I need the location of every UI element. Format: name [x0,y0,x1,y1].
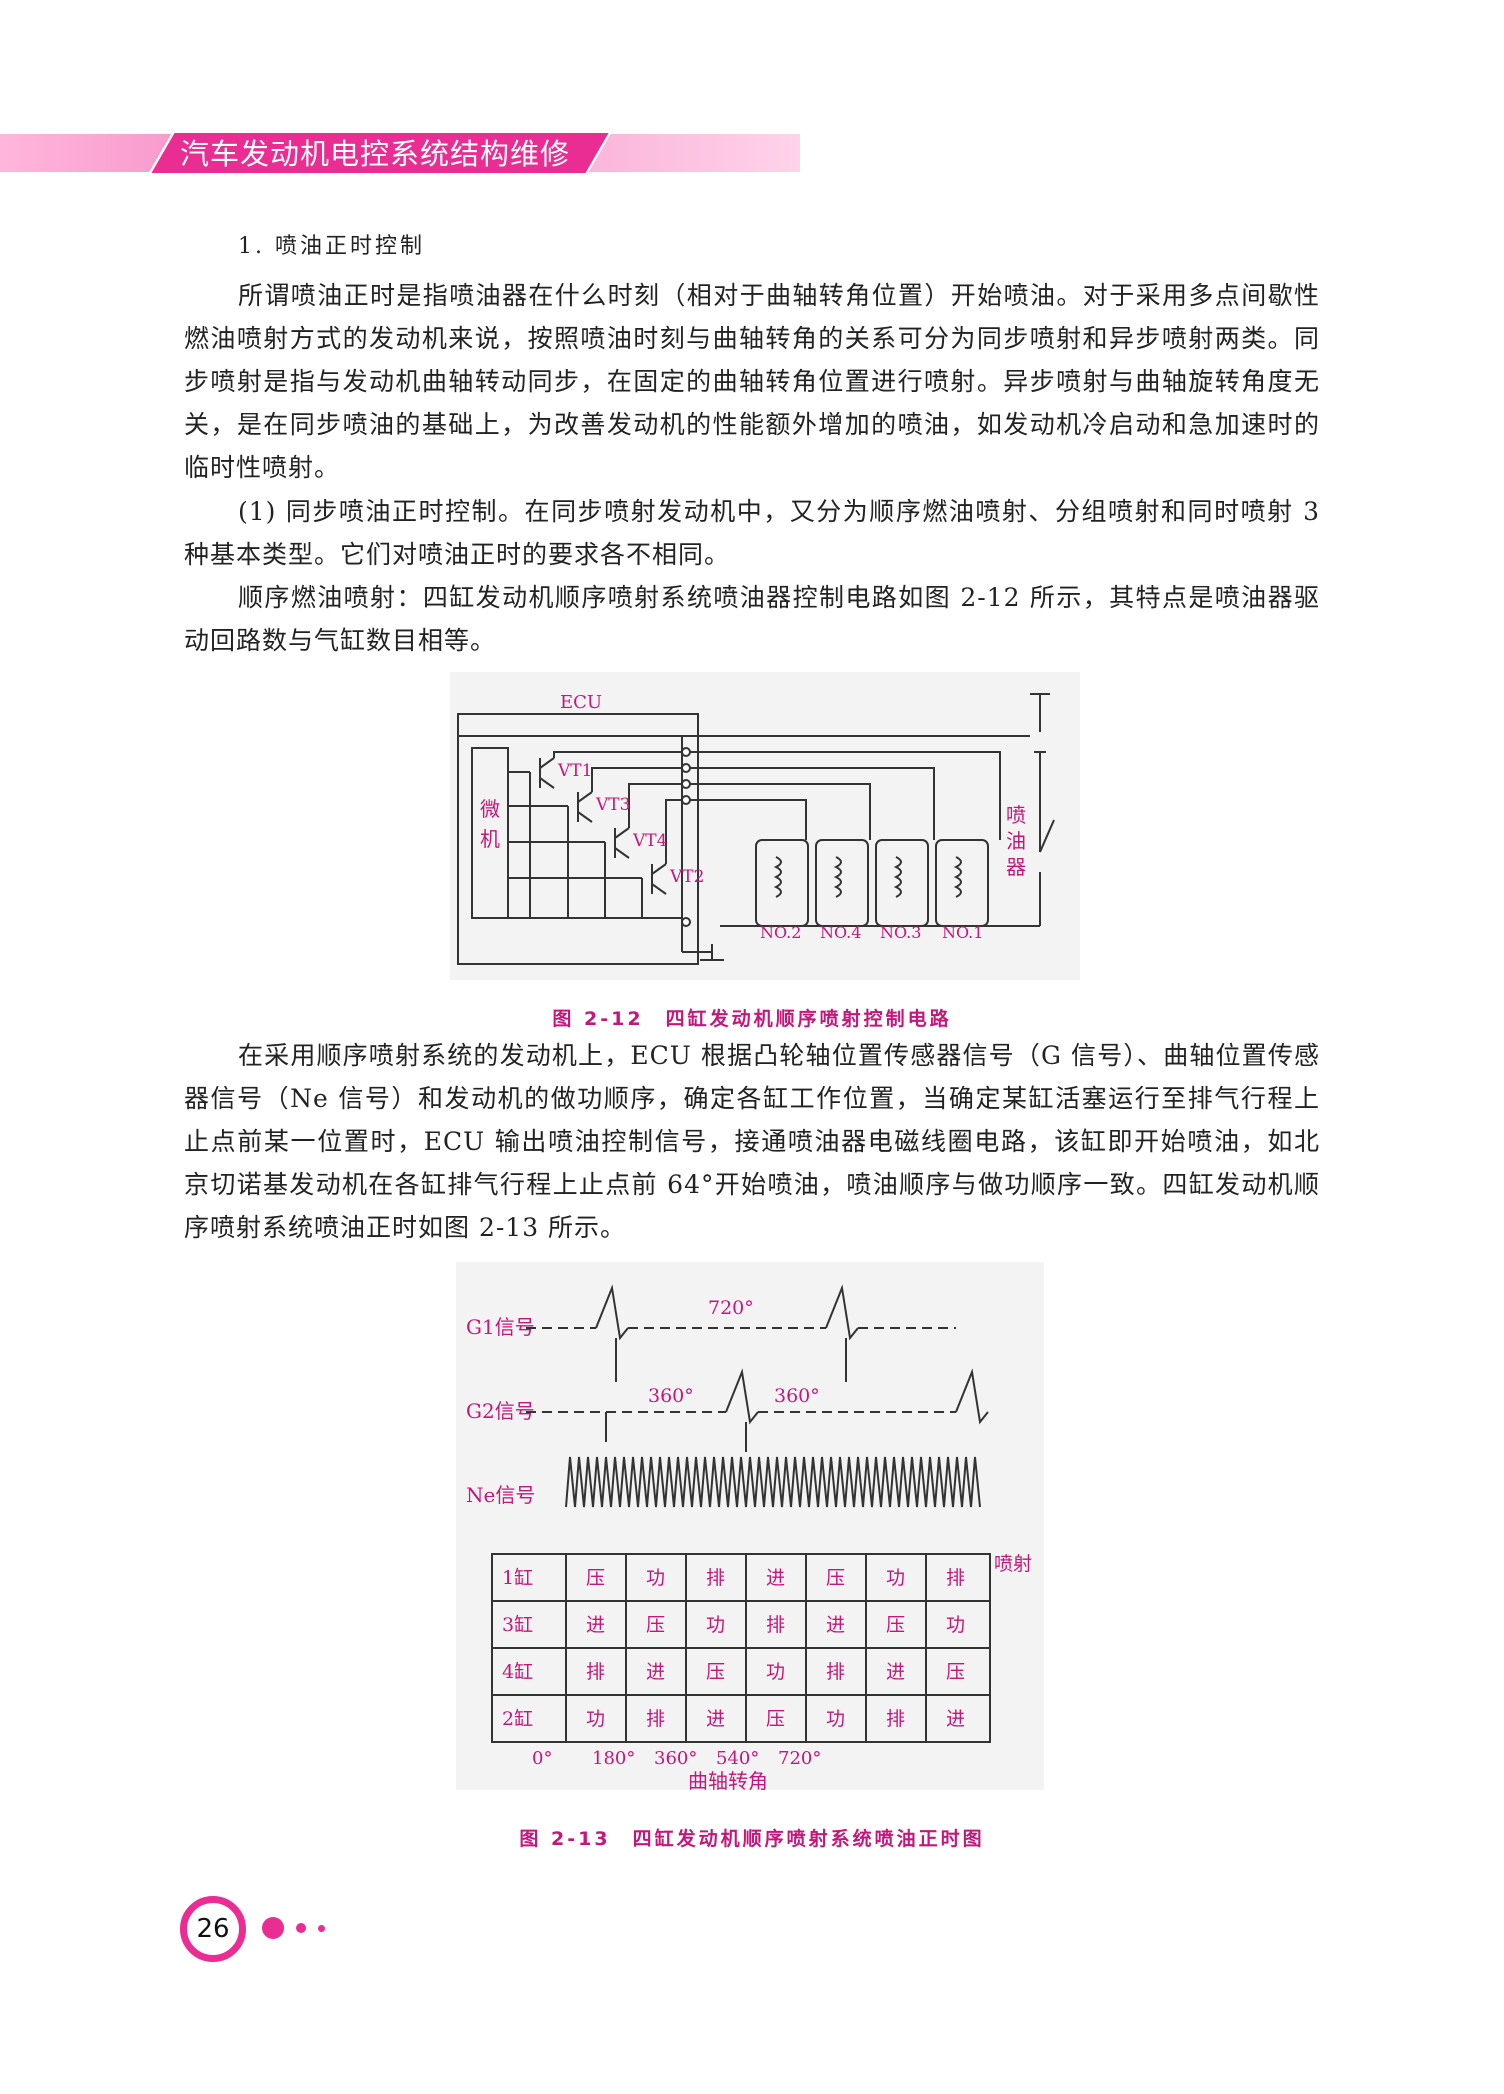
cylinder-label: 1缸 [502,1567,533,1589]
micro-label-1: 微 [480,797,500,821]
g1-signal-label: G1信号 [466,1315,535,1339]
page-dot-small [318,1925,325,1932]
page-number: 26 [196,1914,230,1944]
injector-no3: NO.3 [880,923,921,942]
stroke-cell: 排 [886,1708,905,1730]
stroke-cell: 功 [766,1661,785,1683]
transistor-label-vt1: VT1 [557,761,592,781]
figure-2-13-caption: 图 2-13 四缸发动机顺序喷射系统喷油正时图 [519,1828,985,1850]
stroke-cell: 排 [706,1567,725,1589]
angle-720-label: 720° [708,1297,754,1319]
paragraph-injection-timing-intro: 所谓喷油正时是指喷油器在什么时刻（相对于曲轴转角位置）开始喷油。对于采用多点间歇… [184,281,1320,482]
stroke-cell: 进 [886,1661,905,1683]
stroke-cell: 功 [886,1567,905,1589]
stroke-cell: 压 [766,1708,785,1730]
stroke-cell: 排 [766,1614,785,1636]
angle-360-label-right: 360° [774,1385,820,1407]
stroke-cell: 排 [646,1708,665,1730]
microcomputer-box [471,747,509,919]
x-tick-0: 0° [532,1748,552,1769]
stroke-cell: 压 [586,1567,605,1589]
stroke-cell: 进 [826,1614,845,1636]
stroke-cell: 压 [826,1567,845,1589]
injector-label-2: 油 [1006,829,1026,853]
x-tick-360: 360° [654,1748,697,1769]
transistor-label-vt3: VT3 [595,795,630,815]
stroke-cell: 排 [586,1661,605,1683]
figure-2-12: ECU 微 机 VT1 VT3 VT4 VT2 喷 油 器 NO.2 NO.4 … [450,672,1080,980]
timing-diagram: G1信号 G2信号 Ne信号 720° 360° 360° 喷射 1缸压功排进压… [466,1284,1032,1793]
stroke-cell: 进 [646,1661,665,1683]
injector-label-1: 喷 [1006,803,1026,827]
stroke-cell: 压 [886,1614,905,1636]
cylinder-label: 3缸 [502,1614,533,1636]
angle-360-label-left: 360° [648,1385,694,1407]
stroke-cell: 功 [946,1614,965,1636]
cylinder-label: 4缸 [502,1661,533,1683]
ne-signal-label: Ne信号 [466,1483,535,1507]
book-title: 汽车发动机电控系统结构维修 [180,137,571,171]
stroke-cell: 进 [946,1708,965,1730]
stroke-cell: 进 [706,1708,725,1730]
g2-signal-label: G2信号 [466,1399,535,1423]
inject-label: 喷射 [994,1553,1032,1575]
ecu-box [457,713,699,965]
stroke-cell: 功 [646,1567,665,1589]
stroke-cell: 压 [946,1661,965,1683]
stroke-cell: 进 [586,1614,605,1636]
transistor-label-vt2: VT2 [669,867,704,887]
paragraph-sequential-injection: 顺序燃油喷射：四缸发动机顺序喷射系统喷油器控制电路如图 2-12 所示，其特点是… [184,583,1320,655]
section-heading: 1. 喷油正时控制 [238,234,425,259]
stroke-cell: 排 [946,1567,965,1589]
stroke-cell: 功 [706,1614,725,1636]
ecu-label: ECU [560,692,602,713]
stroke-cell: 压 [646,1614,665,1636]
figure-2-12-caption: 图 2-12 四缸发动机顺序喷射控制电路 [552,1008,952,1030]
circuit-diagram: ECU 微 机 VT1 VT3 VT4 VT2 喷 油 器 NO.2 NO.4 … [457,692,1055,965]
stroke-cell: 排 [826,1661,845,1683]
figure-2-13: G1信号 G2信号 Ne信号 720° 360° 360° 喷射 1缸压功排进压… [456,1262,1044,1793]
stroke-cell: 功 [826,1708,845,1730]
x-tick-720: 720° [778,1748,821,1769]
page-number-ring [180,1896,246,1962]
x-tick-180: 180° [592,1748,635,1769]
page-dot-large [262,1917,284,1939]
transistor-label-vt4: VT4 [632,831,667,851]
stroke-cell: 压 [706,1661,725,1683]
injector-label-3: 器 [1006,855,1026,879]
injector-no4: NO.4 [820,923,861,942]
injector-no2: NO.2 [760,923,801,942]
stroke-cell: 功 [586,1708,605,1730]
paragraph-sync-timing: (1) 同步喷油正时控制。在同步喷射发动机中，又分为顺序燃油喷射、分组喷射和同时… [184,497,1320,569]
page-dot-medium [296,1923,306,1933]
crank-angle-label: 曲轴转角 [688,1769,768,1790]
micro-label-2: 机 [480,827,500,851]
paragraph-sequential-timing-detail: 在采用顺序喷射系统的发动机上，ECU 根据凸轮轴位置传感器信号（G 信号）、曲轴… [184,1041,1320,1242]
x-tick-540: 540° [716,1748,759,1769]
cylinder-label: 2缸 [502,1708,533,1730]
injector-no1: NO.1 [942,923,983,942]
stroke-cell: 进 [766,1567,785,1589]
